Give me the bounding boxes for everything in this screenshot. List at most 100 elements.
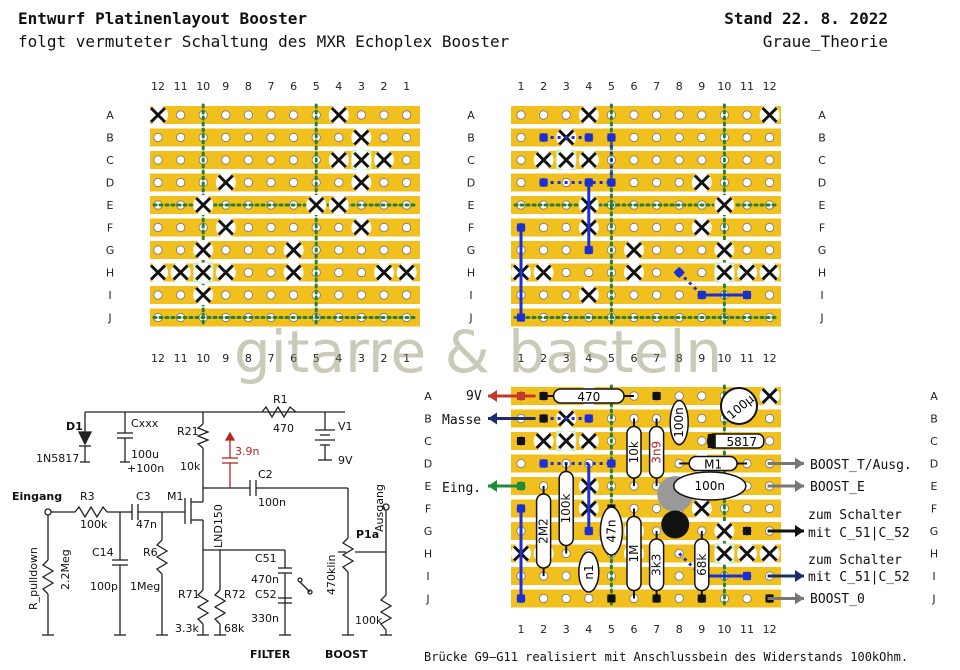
col-label-bottom-board: 6: [631, 623, 638, 636]
cut-mark: [580, 432, 597, 450]
row-label-mid: A: [467, 109, 475, 122]
wire-link: [678, 271, 703, 297]
schematic: [41, 405, 393, 636]
c100n-top: [669, 399, 689, 446]
cut-mark: [330, 196, 347, 214]
link-end: [517, 504, 525, 513]
c100n-mid: [673, 471, 747, 501]
col-label-left-top: 3: [358, 80, 365, 93]
cut-mark: [195, 241, 212, 259]
hole: [674, 222, 684, 233]
r71-label: R71: [178, 588, 200, 601]
pad-9v: [517, 392, 525, 400]
r470-label: 470: [577, 390, 600, 404]
hole: [516, 458, 526, 469]
row-label-bottom-right: F: [931, 503, 937, 516]
col-label-right-bottom: 1: [518, 352, 525, 365]
r100k-label: 100k: [559, 494, 573, 524]
hole: [629, 290, 639, 300]
link-end: [607, 459, 616, 468]
col-label-right-top: 7: [653, 80, 660, 93]
strip-row-G: [511, 522, 781, 540]
hole: [401, 222, 412, 233]
hole: [629, 177, 639, 188]
col-label-right-top: 11: [740, 80, 754, 93]
r3-value: 100k: [80, 518, 108, 531]
row-label-mid: D: [467, 177, 475, 190]
hole: [176, 290, 186, 300]
p1a-label: P1a: [356, 528, 379, 541]
col-label-right-top: 1: [518, 80, 525, 93]
cut-mark: [693, 174, 710, 191]
hole: [334, 132, 344, 143]
hole: [516, 132, 526, 143]
strip-row-G: [511, 241, 781, 259]
hole: [561, 222, 571, 233]
hole: [288, 290, 299, 300]
col-label-left-top: 2: [381, 80, 388, 93]
row-label-bottom-left: I: [426, 570, 429, 583]
r21-label: R21: [177, 425, 199, 438]
r6-label: R6: [143, 546, 158, 559]
strip-row-A: [511, 106, 781, 124]
hole: [516, 177, 526, 188]
hole: [176, 155, 186, 165]
c100n-top-label: 100n: [672, 407, 686, 438]
link-end: [539, 178, 548, 187]
cut-mark: [195, 196, 212, 214]
eingang-label: Eingang: [12, 490, 62, 503]
hole: [651, 267, 662, 278]
hole: [584, 267, 594, 278]
cut-mark: [353, 174, 370, 191]
cut-mark: [625, 264, 643, 281]
cut-mark: [353, 129, 370, 146]
hole: [243, 290, 253, 300]
arrow-9v-head: [488, 390, 497, 402]
strip-row-I: [150, 286, 420, 304]
hole: [516, 110, 526, 120]
row-label-bottom-left: F: [425, 503, 431, 516]
arrow-eing-head: [488, 480, 497, 492]
arrow-boost-0-head: [795, 592, 804, 605]
ausgang-label: Ausgang: [373, 484, 386, 532]
r3-label: R3: [80, 490, 95, 503]
link-end: [607, 178, 616, 187]
hole: [516, 155, 526, 165]
cut-mark: [330, 151, 347, 169]
hole: [742, 245, 752, 255]
row-label-bottom-left: J: [425, 593, 429, 606]
col-label-right-top: 4: [585, 80, 592, 93]
cut-mark: [217, 174, 234, 191]
io-schalter-1a: zum Schalter: [808, 508, 902, 523]
cut-mark: [558, 432, 575, 450]
row-label-bottom-right: G: [930, 525, 939, 538]
io-schalter-1b: mit C_51|C_52: [808, 526, 910, 541]
hole: [538, 245, 549, 255]
strip-row-H: [511, 263, 781, 282]
hole: [334, 222, 344, 233]
row-label-mid: E: [468, 199, 475, 212]
hole: [356, 290, 366, 300]
io-boost-0: BOOST_0: [810, 592, 865, 607]
row-label-bottom-right: C: [930, 435, 938, 448]
strip-row-J: [511, 589, 781, 608]
link-end: [517, 313, 525, 322]
hole: [764, 290, 775, 300]
row-label-right: A: [818, 109, 826, 122]
cut-mark: [535, 264, 552, 281]
row-label-right: I: [820, 289, 823, 302]
hole: [153, 290, 163, 300]
row-label-left: J: [107, 312, 111, 325]
row-label-right: F: [819, 222, 825, 235]
link-end: [539, 459, 548, 468]
hole: [266, 290, 276, 300]
row-label-bottom-left: G: [424, 525, 433, 538]
col-label-right-top: 12: [763, 80, 777, 93]
col-label-left-bottom: 1: [403, 352, 410, 365]
row-label-bottom-right: J: [931, 593, 935, 606]
link-end: [584, 527, 593, 535]
hole: [243, 267, 253, 278]
io-boost-e: BOOST_E: [810, 480, 865, 495]
hole: [379, 222, 389, 233]
